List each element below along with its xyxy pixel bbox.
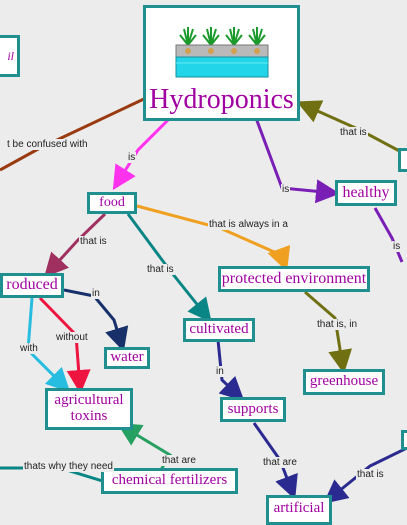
- produced-node[interactable]: roduced: [0, 273, 64, 298]
- label-food-produced: that is: [79, 236, 108, 247]
- right-edge-node-bottom[interactable]: [401, 430, 407, 450]
- healthy-node[interactable]: healthy: [335, 180, 397, 206]
- link-always-in: [136, 204, 291, 272]
- link-food-produced: [43, 212, 107, 278]
- plant-leaves-icon: [178, 26, 266, 46]
- label-is-right-edge: is: [392, 241, 402, 252]
- link-is-right-edge: [373, 207, 404, 263]
- link-that-is-in: [304, 290, 353, 374]
- food-node[interactable]: food: [87, 192, 137, 214]
- label-in-supports: in: [215, 366, 225, 377]
- label-that-are-toxins: that are: [161, 455, 197, 466]
- right-edge-node-top[interactable]: [398, 148, 407, 172]
- label-that-is-right: that is: [339, 127, 368, 138]
- label-that-are-artificial: that are: [262, 457, 298, 468]
- agricultural-toxins-line1: agricultural: [54, 392, 124, 409]
- hydroponics-title: Hydroponics: [149, 83, 294, 115]
- label-is-healthy: is: [281, 184, 291, 195]
- link-in-supports: [216, 339, 245, 402]
- link-without: [38, 296, 91, 394]
- soil-node-partial[interactable]: il: [0, 35, 20, 77]
- supports-node[interactable]: supports: [220, 397, 286, 422]
- label-confused-with: t be confused with: [6, 139, 89, 150]
- greenhouse-node[interactable]: greenhouse: [303, 369, 385, 395]
- label-without: without: [55, 332, 89, 343]
- agricultural-toxins-node[interactable]: agricultural toxins: [45, 388, 133, 430]
- link-is-healthy: [254, 117, 340, 204]
- hydroponics-node[interactable]: Hydroponics: [143, 5, 300, 121]
- link-is-food: [112, 118, 170, 191]
- label-food-cultivated: that is: [146, 264, 175, 275]
- label-with: with: [19, 343, 39, 354]
- hydroponics-system-illustration: [175, 26, 268, 78]
- label-is-food: is: [127, 152, 137, 163]
- chemical-fertilizers-node[interactable]: chemical fertilizers: [101, 468, 238, 494]
- label-always-in: that is always in a: [208, 219, 289, 230]
- link-that-is-bottom-right: [323, 446, 407, 504]
- water-reservoir: [175, 56, 268, 78]
- agricultural-toxins-line2: toxins: [70, 408, 108, 424]
- label-thats-why: thats why they need: [23, 461, 114, 472]
- artificial-node[interactable]: artificial: [266, 495, 332, 525]
- cultivated-node[interactable]: cultivated: [183, 318, 255, 342]
- label-that-is-bottom-right: that is: [356, 469, 385, 480]
- label-that-is-in: that is, in: [316, 319, 359, 330]
- water-node[interactable]: water: [104, 347, 150, 369]
- label-in-water: in: [91, 288, 101, 299]
- link-in-water: [63, 288, 129, 352]
- protected-environment-node[interactable]: protected environment: [218, 266, 370, 292]
- link-confused-with: [0, 96, 147, 172]
